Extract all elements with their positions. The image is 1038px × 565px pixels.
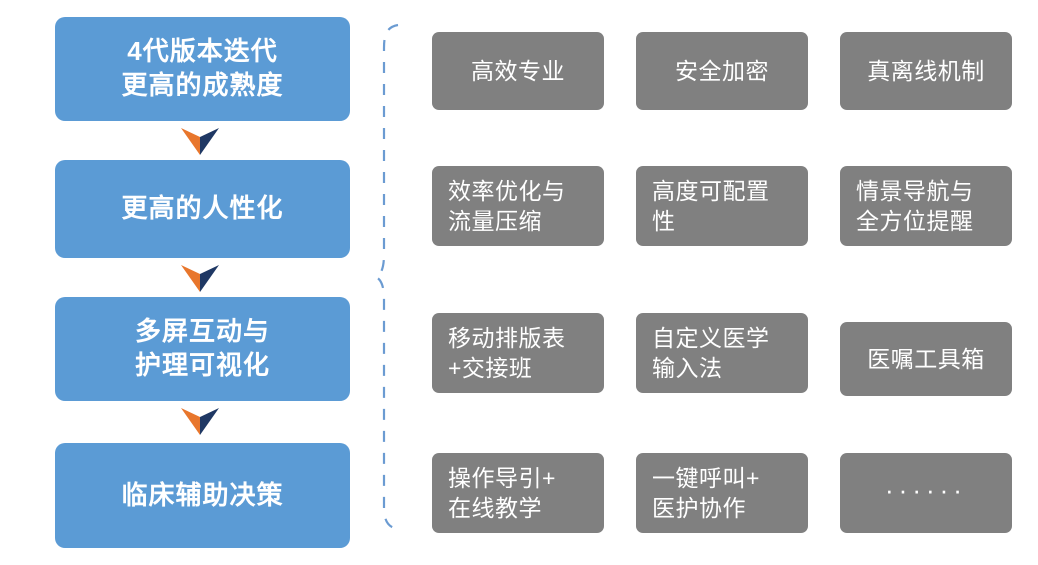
feature-box-r2c3[interactable]: 情景导航与 全方位提醒 (840, 166, 1012, 246)
flow-step-3[interactable]: 多屏互动与 护理可视化 (55, 297, 350, 401)
feature-box-r4c1[interactable]: 操作导引+ 在线教学 (432, 453, 604, 533)
chevron-down-icon-1 (181, 128, 219, 155)
feature-box-r1c3[interactable]: 真离线机制 (840, 32, 1012, 110)
dashed-bracket (373, 23, 399, 531)
feature-box-r4c2[interactable]: 一键呼叫+ 医护协作 (636, 453, 808, 533)
feature-box-r2c2[interactable]: 高度可配置 性 (636, 166, 808, 246)
flow-step-4[interactable]: 临床辅助决策 (55, 443, 350, 548)
feature-box-r2c1[interactable]: 效率优化与 流量压缩 (432, 166, 604, 246)
chevron-down-icon-3 (181, 408, 219, 435)
feature-box-r3c1[interactable]: 移动排版表 +交接班 (432, 313, 604, 393)
chevron-down-icon-2 (181, 265, 219, 292)
feature-box-r1c1[interactable]: 高效专业 (432, 32, 604, 110)
feature-box-r3c2[interactable]: 自定义医学 输入法 (636, 313, 808, 393)
feature-box-r3c3[interactable]: 医嘱工具箱 (840, 322, 1012, 396)
flow-step-1[interactable]: 4代版本迭代 更高的成熟度 (55, 17, 350, 121)
flow-step-2[interactable]: 更高的人性化 (55, 160, 350, 258)
feature-box-r4c3-ellipsis[interactable]: ······ (840, 453, 1012, 533)
feature-box-r1c2[interactable]: 安全加密 (636, 32, 808, 110)
